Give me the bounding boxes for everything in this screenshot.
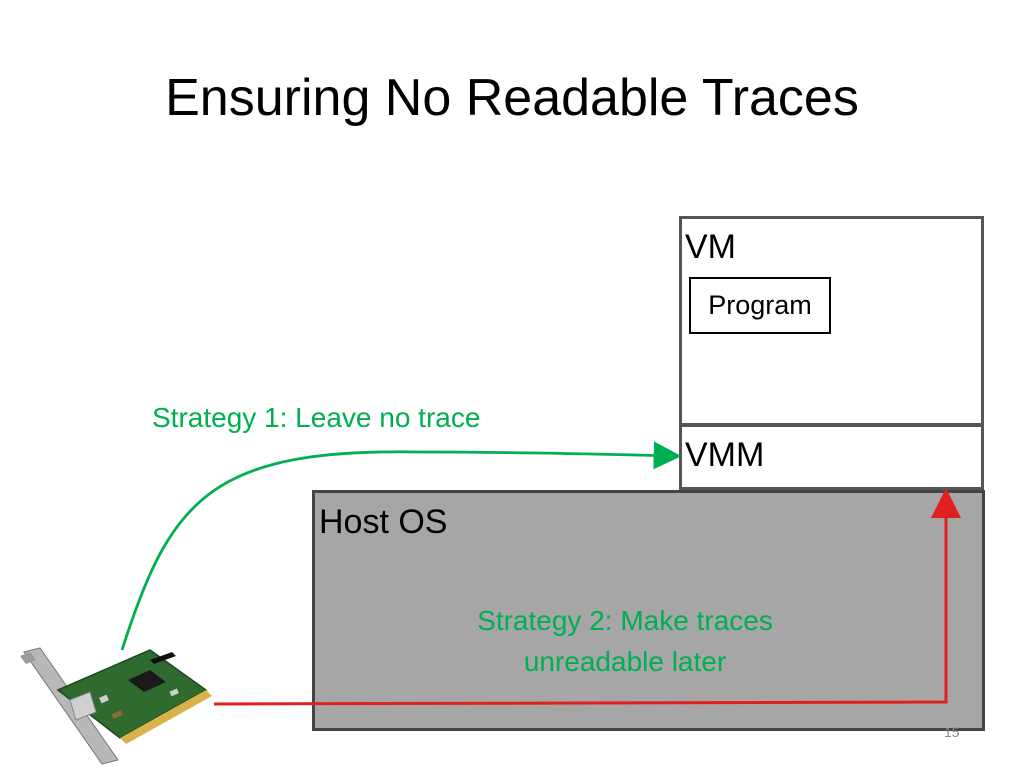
strategy-2-line-2: unreadable later — [523, 646, 727, 677]
vm-label: VM — [685, 228, 736, 266]
host-os-box — [312, 490, 985, 731]
strategy-1-arrow — [120, 441, 682, 651]
strategy-2-line-1: Strategy 2: Make traces — [477, 605, 773, 636]
slide-number: 15 — [944, 724, 960, 740]
slide-title: Ensuring No Readable Traces — [165, 69, 859, 127]
vmm-label: VMM — [685, 436, 765, 474]
program-box: Program — [689, 277, 831, 334]
strategy-1-label: Strategy 1: Leave no trace — [152, 402, 481, 433]
host-os-label: Host OS — [319, 503, 448, 541]
strategy-2-label: Strategy 2: Make traces unreadable later — [430, 600, 820, 682]
strategy-2-arrow — [213, 488, 961, 706]
network-card-icon — [20, 647, 212, 765]
